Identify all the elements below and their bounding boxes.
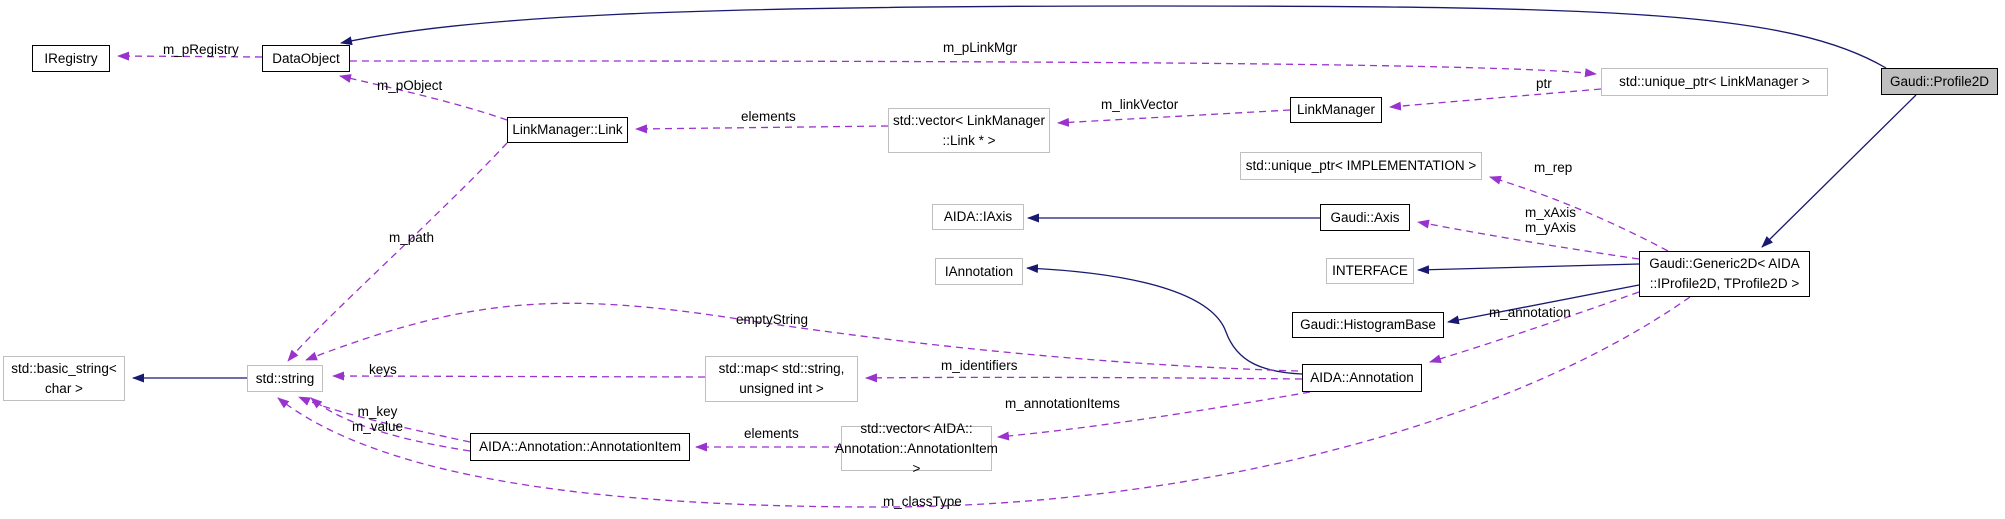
edge-label-m-identifiers: m_identifiers (941, 358, 1018, 373)
edge-m-pregistry (117, 51, 263, 61)
node-iannotation: IAnnotation (935, 258, 1023, 285)
edge-label-m-path: m_path (389, 230, 435, 245)
node-aida-annotation[interactable]: AIDA::Annotation (1302, 364, 1422, 392)
node-gaudi-profile2d: Gaudi::Profile2D (1881, 68, 1998, 95)
node-std-string: std::string (247, 365, 323, 392)
edge-m-path (287, 142, 508, 362)
edge-label-m-axes: m_xAxis m_yAxis (1525, 205, 1577, 235)
node-unique-ptr-linkmanager: std::unique_ptr< LinkManager > (1601, 68, 1828, 96)
node-std-map: std::map< std::string, unsigned int > (705, 356, 858, 402)
edge-label-m-plinkmgr: m_pLinkMgr (943, 40, 1018, 55)
edge-m-classtype (277, 296, 1691, 508)
node-vector-linkmanager-link: std::vector< LinkManager ::Link * > (888, 108, 1050, 153)
node-std-basic-string: std::basic_string< char > (3, 356, 125, 401)
edge-m-value (310, 397, 471, 452)
edge-label-m-classtype: m_classType (883, 494, 962, 509)
edge-emptystring (305, 302, 1299, 372)
edge-label-m-key-value: m_key m_value (352, 404, 404, 434)
node-linkmanager[interactable]: LinkManager (1290, 97, 1382, 123)
node-linkmanager-link[interactable]: LinkManager::Link (507, 117, 628, 143)
edge-label-m-annotationitems: m_annotationItems (1005, 396, 1120, 411)
node-vector-annotationitem: std::vector< AIDA:: Annotation::Annotati… (835, 420, 998, 476)
node-dataobject[interactable]: DataObject (262, 45, 350, 72)
edge-m-annotationitems (997, 391, 1311, 441)
edge-label-m-rep: m_rep (1534, 160, 1573, 175)
edge-inherit-interface (1417, 263, 1640, 275)
edge-m-rep (1489, 175, 1669, 252)
node-unique-ptr-implementation: std::unique_ptr< IMPLEMENTATION > (1240, 152, 1482, 180)
edge-label-ptr: ptr (1536, 76, 1552, 91)
edge-elements-links (635, 124, 889, 134)
edge-label-elements-links: elements (741, 109, 796, 124)
edge-m-pobject (339, 74, 508, 121)
edge-inherit-annotation (1026, 264, 1303, 375)
edge-label-m-annotation: m_annotation (1489, 305, 1571, 320)
edge-label-emptystring: emptyString (736, 312, 809, 327)
node-gaudi-generic2d[interactable]: Gaudi::Generic2D< AIDA ::IProfile2D, TPr… (1639, 251, 1810, 297)
node-aida-annotationitem[interactable]: AIDA::Annotation::AnnotationItem (470, 433, 690, 461)
edge-inherit-generic2d (1761, 94, 1917, 248)
node-gaudi-axis[interactable]: Gaudi::Axis (1320, 204, 1410, 231)
edge-label-keys: keys (369, 362, 397, 377)
edge-m-linkvector (1057, 109, 1291, 127)
edge-m-identifiers (865, 373, 1303, 383)
node-aida-iaxis: AIDA::IAxis (932, 204, 1024, 230)
edge-label-m-linkvector: m_linkVector (1101, 97, 1179, 112)
node-interface: INTERFACE (1326, 258, 1414, 284)
edge-m-axes (1417, 219, 1640, 260)
edge-inherit-histogrambase (1447, 284, 1640, 325)
node-iregistry[interactable]: IRegistry (32, 45, 110, 72)
edge-m-plinkmgr (349, 60, 1597, 78)
node-gaudi-histogrambase[interactable]: Gaudi::HistogramBase (1292, 312, 1444, 338)
edge-label-elements-items: elements (744, 426, 799, 441)
edge-label-m-pobject: m_pObject (377, 78, 443, 93)
edge-m-annotation (1429, 291, 1640, 364)
edge-inherit-dataobject (340, 5, 1887, 69)
edge-label-m-pregistry: m_pRegistry (163, 42, 239, 57)
edge-keys (332, 371, 706, 381)
edge-ptr (1389, 88, 1602, 111)
